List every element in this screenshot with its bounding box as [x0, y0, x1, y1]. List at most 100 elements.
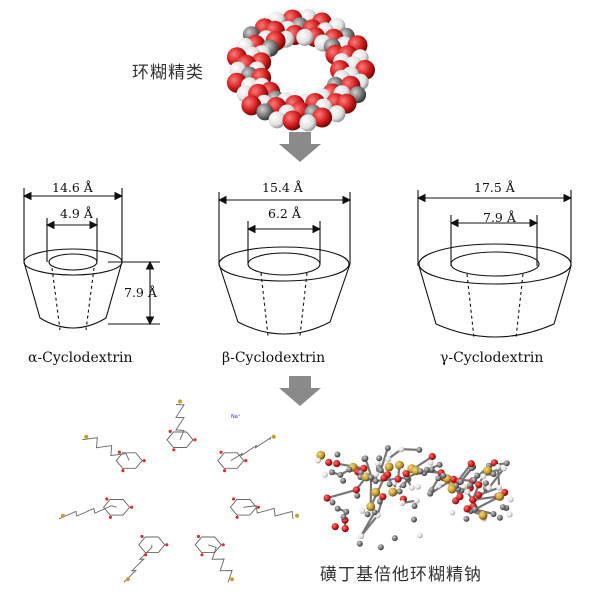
- atom-ball: [435, 482, 442, 489]
- oxygen-atom: [117, 450, 121, 454]
- atom-ball: [427, 459, 434, 466]
- atom-ball: [449, 509, 456, 516]
- glucose-ring: [138, 536, 166, 554]
- atom-ball: [371, 487, 381, 497]
- atom-ball: [331, 523, 339, 531]
- atom-ball: [376, 498, 383, 505]
- oxygen-atom: [130, 505, 134, 509]
- atom-ball: [480, 473, 487, 480]
- atom-ball: [364, 511, 371, 518]
- gamma-outer-dim: 17.5 Å: [474, 180, 515, 195]
- atom-ball: [321, 471, 328, 478]
- atom-ball: [328, 469, 335, 476]
- alpha-inner-dim: 4.9 Å: [60, 206, 93, 221]
- ring-cavity: [274, 50, 326, 90]
- atom-ball: [416, 446, 423, 453]
- atom-ball: [414, 483, 421, 490]
- atom-ball: [463, 505, 471, 513]
- oxygen-atom: [256, 505, 260, 509]
- atom-ball: [495, 491, 505, 501]
- oxygen-atom: [142, 459, 146, 463]
- atom-ball: [478, 510, 488, 520]
- sulfobutyl-chain: [230, 436, 272, 461]
- sulfonate-group: [61, 513, 65, 518]
- sulfonate-group: [178, 399, 182, 404]
- oxygen-atom: [172, 448, 176, 452]
- atom-ball: [399, 500, 406, 506]
- oxygen-atom: [168, 429, 172, 433]
- oxygen-atom: [244, 459, 248, 463]
- atom-ball: [323, 494, 331, 502]
- oxygen-atom: [196, 534, 200, 539]
- atom-ball: [341, 525, 349, 533]
- atom-ball: [482, 480, 489, 487]
- sbe-cd-ball-and-stick-model: [314, 445, 514, 551]
- glucose-ring: [115, 452, 143, 469]
- atom-ball: [391, 535, 398, 542]
- atom-ball: [475, 491, 483, 499]
- atom-ball: [494, 464, 501, 470]
- atom-ball: [400, 482, 407, 489]
- atom-ball: [395, 460, 404, 470]
- atom-sphere: [241, 95, 262, 116]
- bond: [375, 476, 408, 483]
- atom-ball: [359, 507, 366, 514]
- atom-ball: [362, 455, 369, 462]
- oxygen-atom: [221, 543, 225, 547]
- atom-ball: [471, 476, 478, 483]
- down-arrow-icon: [279, 376, 321, 406]
- sulfobutyl-chain: [208, 544, 233, 583]
- atom-ball: [427, 490, 434, 497]
- atom-ball: [376, 455, 383, 462]
- glucose-ring: [229, 499, 257, 516]
- atom-ball: [333, 460, 341, 468]
- atom-ball: [329, 499, 336, 506]
- oxygen-atom: [165, 543, 169, 547]
- atom-ball: [334, 505, 341, 512]
- alpha-cd-name: α-Cyclodextrin: [28, 350, 133, 366]
- down-arrow-icon: [279, 132, 321, 162]
- atom-ball: [371, 509, 378, 516]
- atom-ball: [402, 470, 410, 478]
- sulfonate-group: [125, 577, 130, 582]
- atom-sphere: [296, 28, 314, 46]
- atom-ball: [337, 471, 344, 478]
- glucose-ring: [103, 499, 131, 516]
- atom-ball: [361, 472, 371, 482]
- atom-ball: [411, 503, 418, 509]
- atom-ball: [354, 492, 361, 499]
- atom-ball: [464, 488, 471, 495]
- oxygen-atom: [200, 553, 204, 557]
- oxygen-atom: [193, 438, 197, 442]
- oxygen-atom: [105, 497, 109, 501]
- atom-sphere: [282, 110, 303, 131]
- atom-ball: [496, 514, 503, 521]
- atom-ball: [334, 451, 341, 458]
- atom-ball: [423, 466, 430, 473]
- bond: [326, 488, 357, 500]
- atom-ball: [503, 460, 510, 467]
- atom-ball: [411, 516, 417, 523]
- beta-inner-dim: 6.2 Å: [268, 206, 301, 221]
- bond: [488, 467, 505, 489]
- sulfobutyl-chain: [175, 404, 185, 440]
- atom-ball: [490, 511, 497, 517]
- oxygen-atom: [108, 515, 112, 519]
- atom-sphere: [268, 111, 286, 129]
- atom-ball: [384, 462, 394, 472]
- sulfobutyl-chain: [123, 544, 153, 583]
- atom-sphere: [299, 114, 317, 132]
- bond: [360, 511, 376, 537]
- atom-ball: [428, 452, 436, 461]
- atom-ball: [496, 484, 503, 491]
- gamma-cd-name: γ-Cyclodextrin: [440, 350, 544, 366]
- oxygen-atom: [140, 534, 144, 539]
- atom-ball: [475, 481, 483, 489]
- atom-ball: [398, 446, 405, 453]
- sodium-ion-label: Na⁺: [231, 414, 241, 420]
- atom-ball: [428, 466, 435, 473]
- beta-cd-name: β-Cyclodextrin: [222, 350, 326, 366]
- atom-ball: [346, 466, 353, 473]
- oxygen-atom: [121, 469, 125, 473]
- atom-ball: [469, 496, 477, 504]
